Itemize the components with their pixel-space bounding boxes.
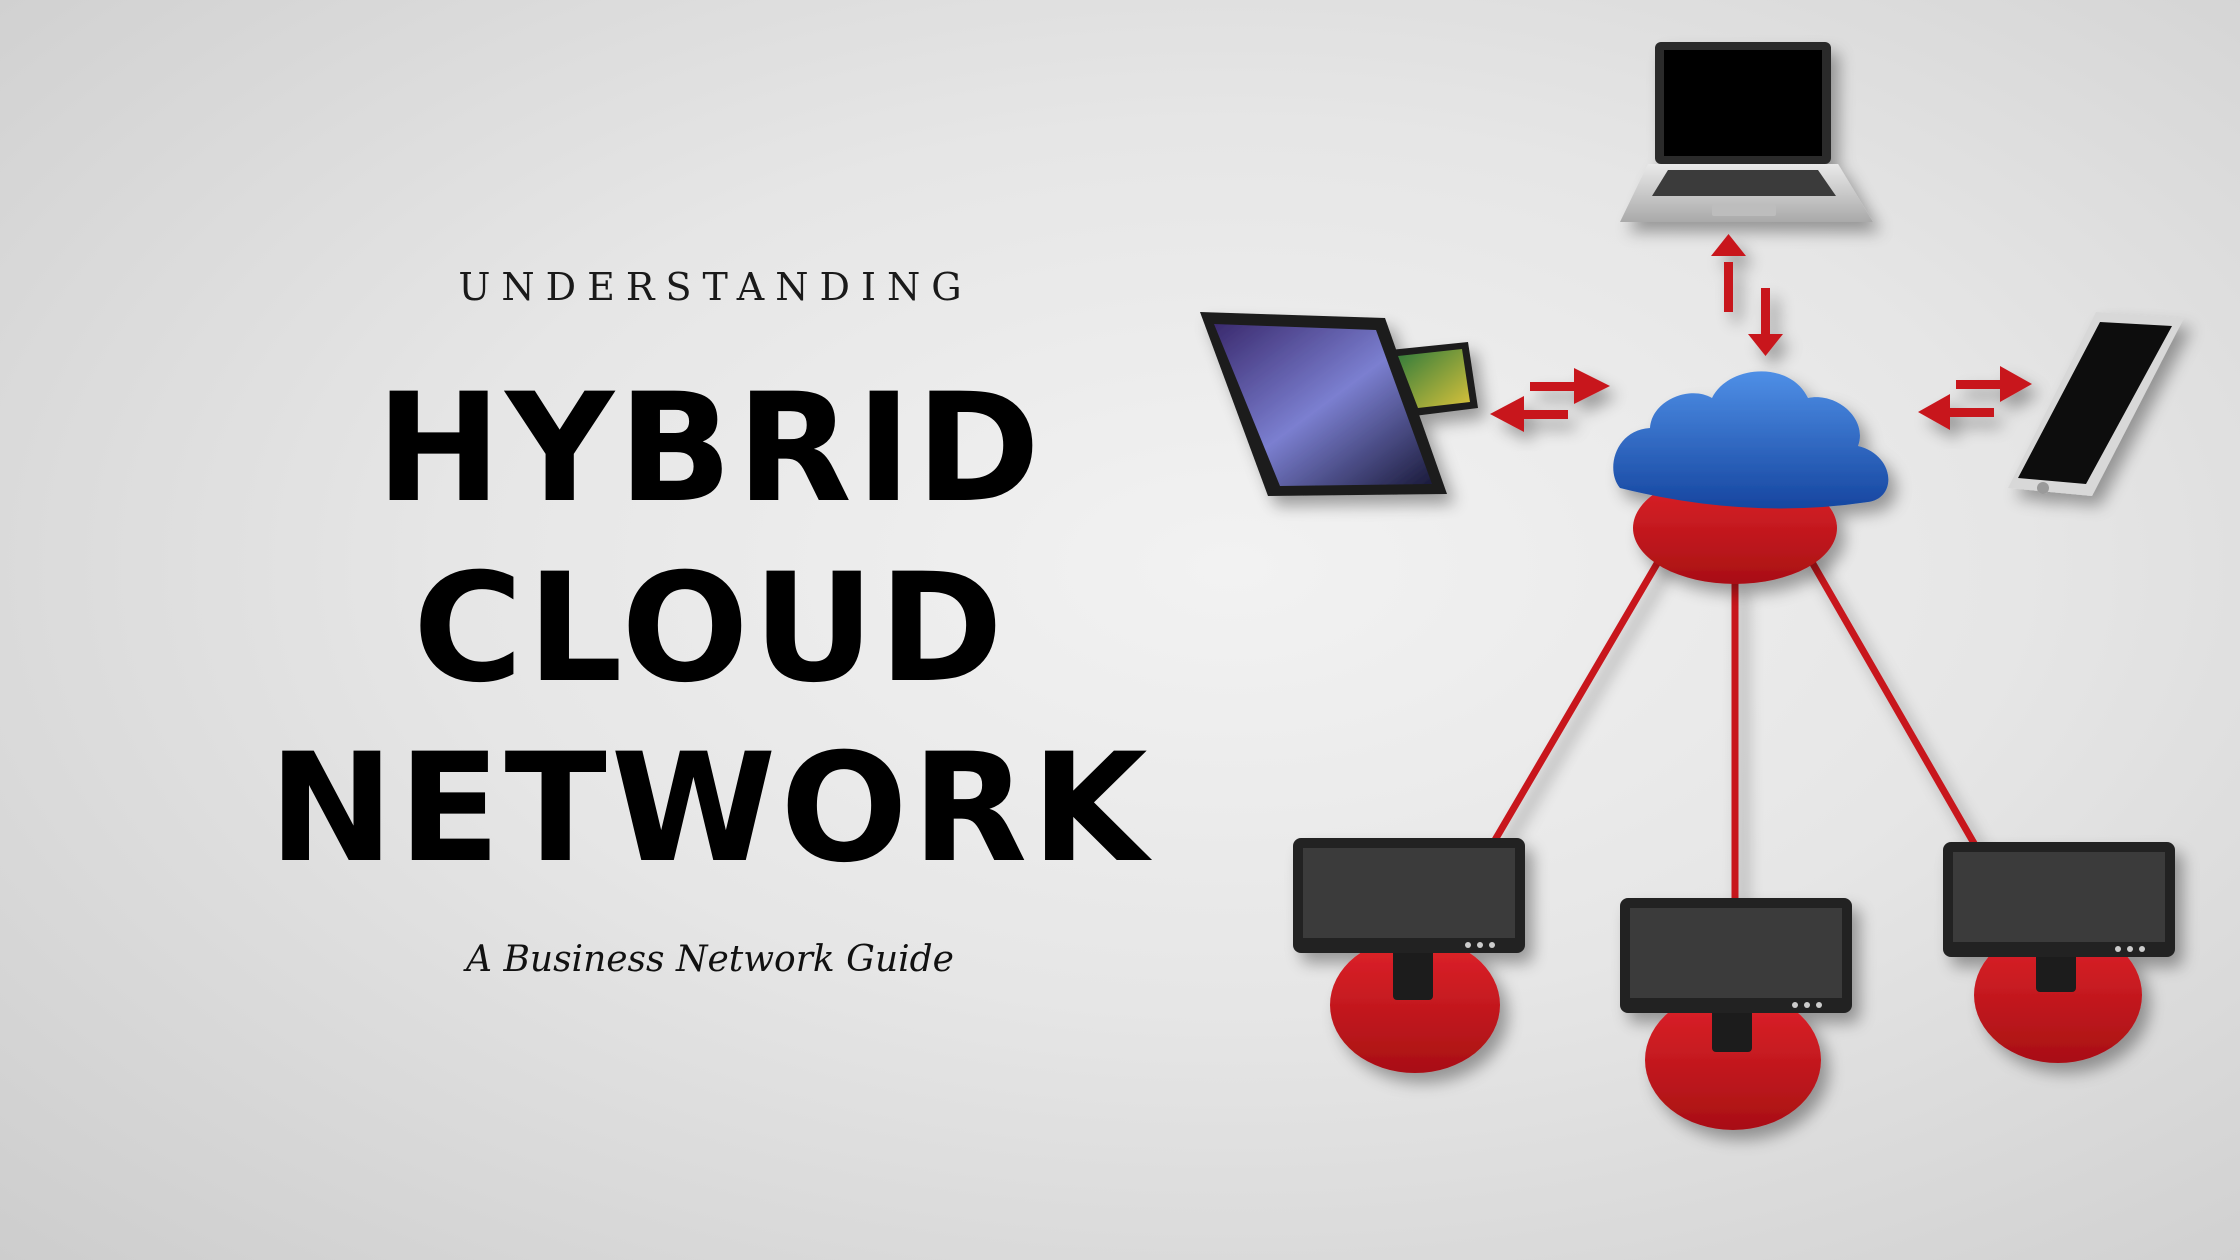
headline-line-3: NETWORK <box>268 722 1152 896</box>
headline-line-2: CLOUD <box>412 542 1008 716</box>
title-block: UNDERSTANDING HYBRID CLOUD NETWORK A Bus… <box>200 250 1220 980</box>
smartphone-icon <box>2008 312 2184 496</box>
headline: HYBRID CLOUD NETWORK <box>200 359 1220 899</box>
laptop-icon <box>1620 42 1873 222</box>
tablet-icon <box>1200 312 1478 496</box>
double-arrow-icon <box>1918 366 2032 430</box>
monitor-icon <box>1943 842 2175 1063</box>
cloud-icon <box>1613 371 1889 584</box>
kicker-text: UNDERSTANDING <box>458 265 973 309</box>
headline-line-1: HYBRID <box>375 362 1045 536</box>
double-arrow-icon <box>1711 234 1783 356</box>
subtitle-text: A Business Network Guide <box>466 939 954 980</box>
monitor-icon <box>1293 838 1525 1073</box>
monitor-icon <box>1620 898 1852 1130</box>
double-arrow-icon <box>1490 368 1610 432</box>
connection-lines <box>1491 548 1979 900</box>
